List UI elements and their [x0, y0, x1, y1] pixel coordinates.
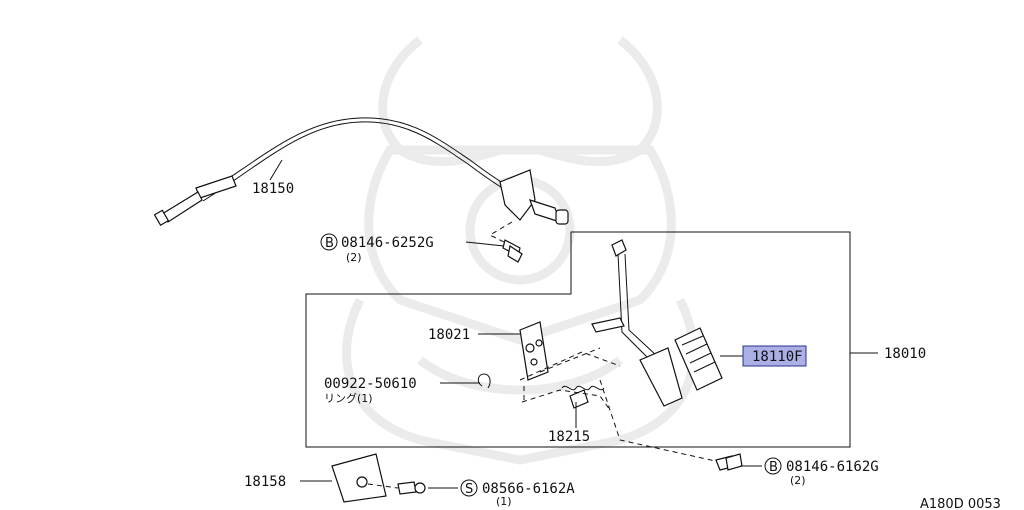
label-08146-6252g[interactable]: 08146-6252G	[341, 235, 434, 251]
label-08146-6252g-qty: (2)	[346, 251, 362, 264]
stopper-18158	[331, 453, 426, 503]
label-08566-6162a[interactable]: 08566-6162A	[482, 481, 575, 497]
label-08566-6162a-qty: (1)	[496, 495, 512, 508]
screw-marker-circle	[460, 479, 478, 497]
throttle-cable-18150	[153, 117, 516, 227]
ring-clip-00922-50610	[477, 373, 491, 389]
leader-lines	[269, 159, 878, 489]
label-18010[interactable]: 18010	[884, 346, 926, 362]
label-ring-note: リング(1)	[324, 391, 373, 405]
screw-marker: S	[465, 482, 473, 497]
label-08146-6162g-qty: (2)	[790, 474, 806, 487]
diagram-code: A180D 0053	[920, 497, 1001, 510]
return-spring-18215	[561, 385, 605, 409]
bolt-a-marker: B	[325, 236, 334, 251]
label-18215[interactable]: 18215	[548, 429, 590, 445]
cable-bracket	[488, 169, 569, 246]
bolt-b-marker-circle	[764, 457, 782, 475]
label-18150[interactable]: 18150	[252, 181, 294, 197]
bolt-08146-6162g	[715, 453, 743, 471]
highlight-18110f	[742, 345, 807, 367]
pedal-pad-18110f	[674, 327, 723, 391]
assembly-outline-18010	[305, 231, 851, 448]
label-00922-50610[interactable]: 00922-50610	[324, 376, 417, 392]
bolt-a-marker-circle	[320, 233, 338, 251]
accelerator-pedal-arm	[591, 239, 683, 407]
assembly-dashed-lines	[519, 347, 721, 463]
bolt-08146-6252g	[502, 239, 523, 263]
label-18021[interactable]: 18021	[428, 327, 470, 343]
bolt-b-marker: B	[769, 460, 778, 475]
label-08146-6162g[interactable]: 08146-6162G	[786, 459, 879, 475]
label-18110f[interactable]: 18110F	[752, 349, 803, 365]
pedal-bracket-18021	[519, 321, 549, 381]
label-18158[interactable]: 18158	[244, 474, 286, 490]
